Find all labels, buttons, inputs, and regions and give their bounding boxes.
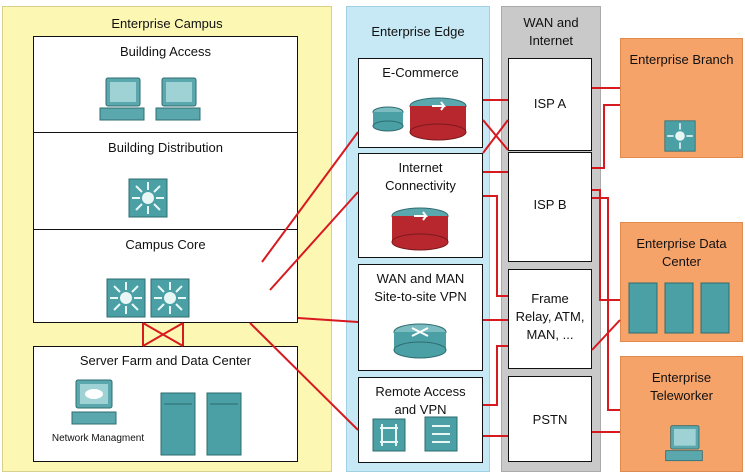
internet-connectivity-label-1: Internet	[398, 160, 443, 175]
enterprise-teleworker-title-1: Enterprise	[651, 370, 712, 385]
wan-internet-title-1: WAN and	[523, 15, 579, 30]
enterprise-data-center-title-2: Center	[661, 254, 702, 269]
frame-relay-box: Frame Relay, ATM, MAN, ...	[508, 269, 592, 369]
access-server-icon	[372, 418, 406, 452]
e-commerce-label: E-Commerce	[382, 65, 459, 80]
server-icon	[206, 392, 242, 456]
server-icon	[664, 282, 694, 334]
frame-relay-label-3: MAN, ...	[526, 327, 574, 342]
isp-a-label: ISP A	[533, 96, 567, 111]
enterprise-branch-title: Enterprise Branch	[629, 52, 734, 67]
multilayer-switch-icon	[664, 120, 696, 152]
frame-relay-label-1: Frame	[531, 291, 569, 306]
content-server-icon	[372, 106, 404, 132]
firewall-icon	[391, 207, 449, 251]
isp-b-box: ISP B	[508, 152, 592, 262]
network-management-pc-icon	[71, 379, 117, 425]
remote-access-label-1: Remote Access	[375, 384, 466, 399]
enterprise-campus-title: Enterprise Campus	[111, 16, 223, 31]
isp-b-label: ISP B	[533, 197, 567, 212]
pstn-label: PSTN	[532, 412, 568, 427]
wan-man-label-1: WAN and MAN	[376, 271, 465, 286]
campus-core-label: Campus Core	[125, 237, 206, 252]
network-management-label: Network Managment	[51, 433, 145, 444]
remote-access-label-2: and VPN	[394, 402, 447, 417]
vpn-concentrator-icon	[424, 416, 458, 452]
server-icon	[700, 282, 730, 334]
multilayer-switch-icon	[150, 278, 190, 318]
enterprise-edge-title: Enterprise Edge	[371, 24, 465, 39]
pc-icon	[155, 77, 201, 121]
wan-internet-title-2: Internet	[528, 33, 574, 48]
pc-icon	[665, 425, 703, 462]
server-farm-label: Server Farm and Data Center	[79, 353, 252, 368]
wan-man-label-2: Site-to-site VPN	[374, 289, 467, 304]
enterprise-data-center-title-1: Enterprise Data	[636, 236, 727, 251]
frame-relay-label-2: Relay, ATM,	[515, 309, 585, 324]
pstn-box: PSTN	[508, 376, 592, 462]
enterprise-teleworker-zone: Enterprise Teleworker	[620, 356, 743, 472]
enterprise-teleworker-title-2: Teleworker	[650, 388, 713, 403]
firewall-icon	[409, 97, 467, 141]
router-icon	[393, 323, 447, 359]
pc-icon	[99, 77, 145, 121]
multilayer-switch-icon	[106, 278, 146, 318]
server-icon	[160, 392, 196, 456]
internet-connectivity-label-2: Connectivity	[385, 178, 456, 193]
building-distribution-label: Building Distribution	[108, 140, 223, 155]
building-access-label: Building Access	[119, 44, 212, 59]
multilayer-switch-icon	[128, 178, 168, 218]
isp-a-box: ISP A	[508, 58, 592, 151]
server-icon	[628, 282, 658, 334]
